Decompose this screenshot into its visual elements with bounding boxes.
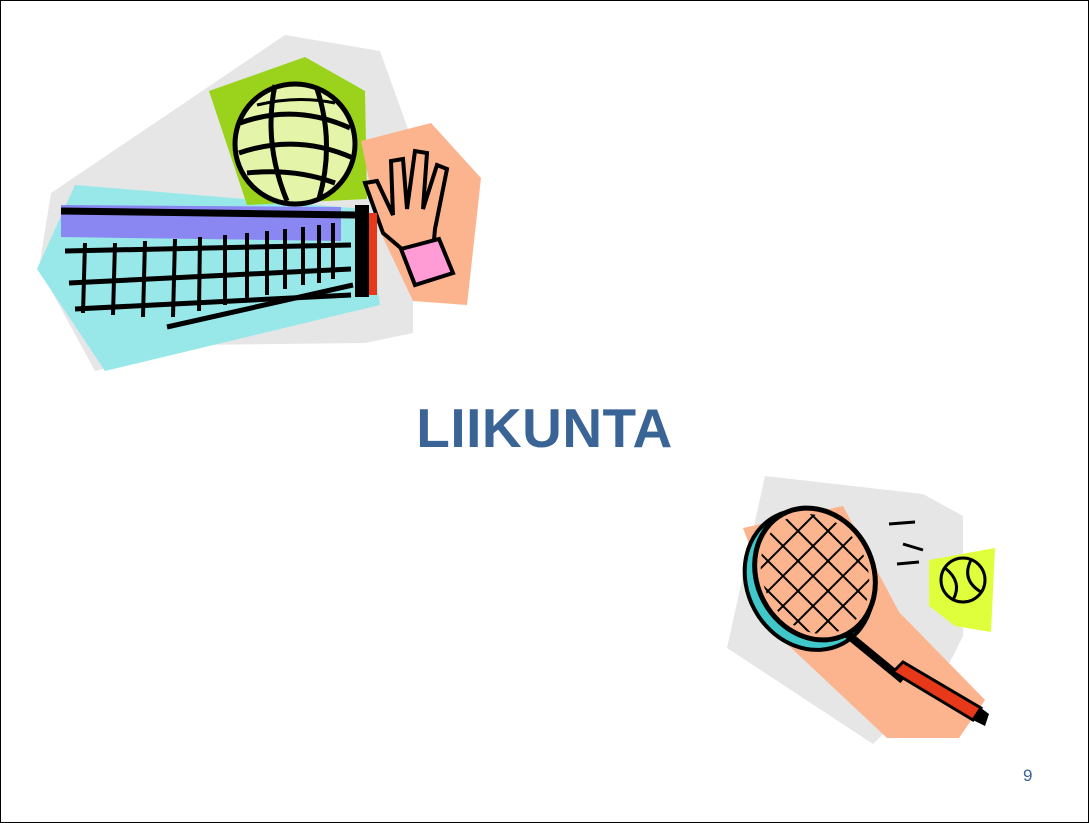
tennis-ball-icon bbox=[939, 556, 987, 604]
volleyball-net-clipart bbox=[37, 35, 481, 371]
page-number: 9 bbox=[1023, 766, 1033, 785]
tennis-racket-icon bbox=[739, 494, 989, 726]
slide-title: LIIKUNTA bbox=[416, 397, 673, 459]
hand-icon bbox=[362, 148, 456, 288]
motion-lines-icon bbox=[888, 520, 924, 566]
tennis-racket-clipart bbox=[727, 476, 995, 744]
volleyball-net-icon bbox=[60, 205, 377, 330]
volleyball-icon bbox=[232, 81, 358, 207]
